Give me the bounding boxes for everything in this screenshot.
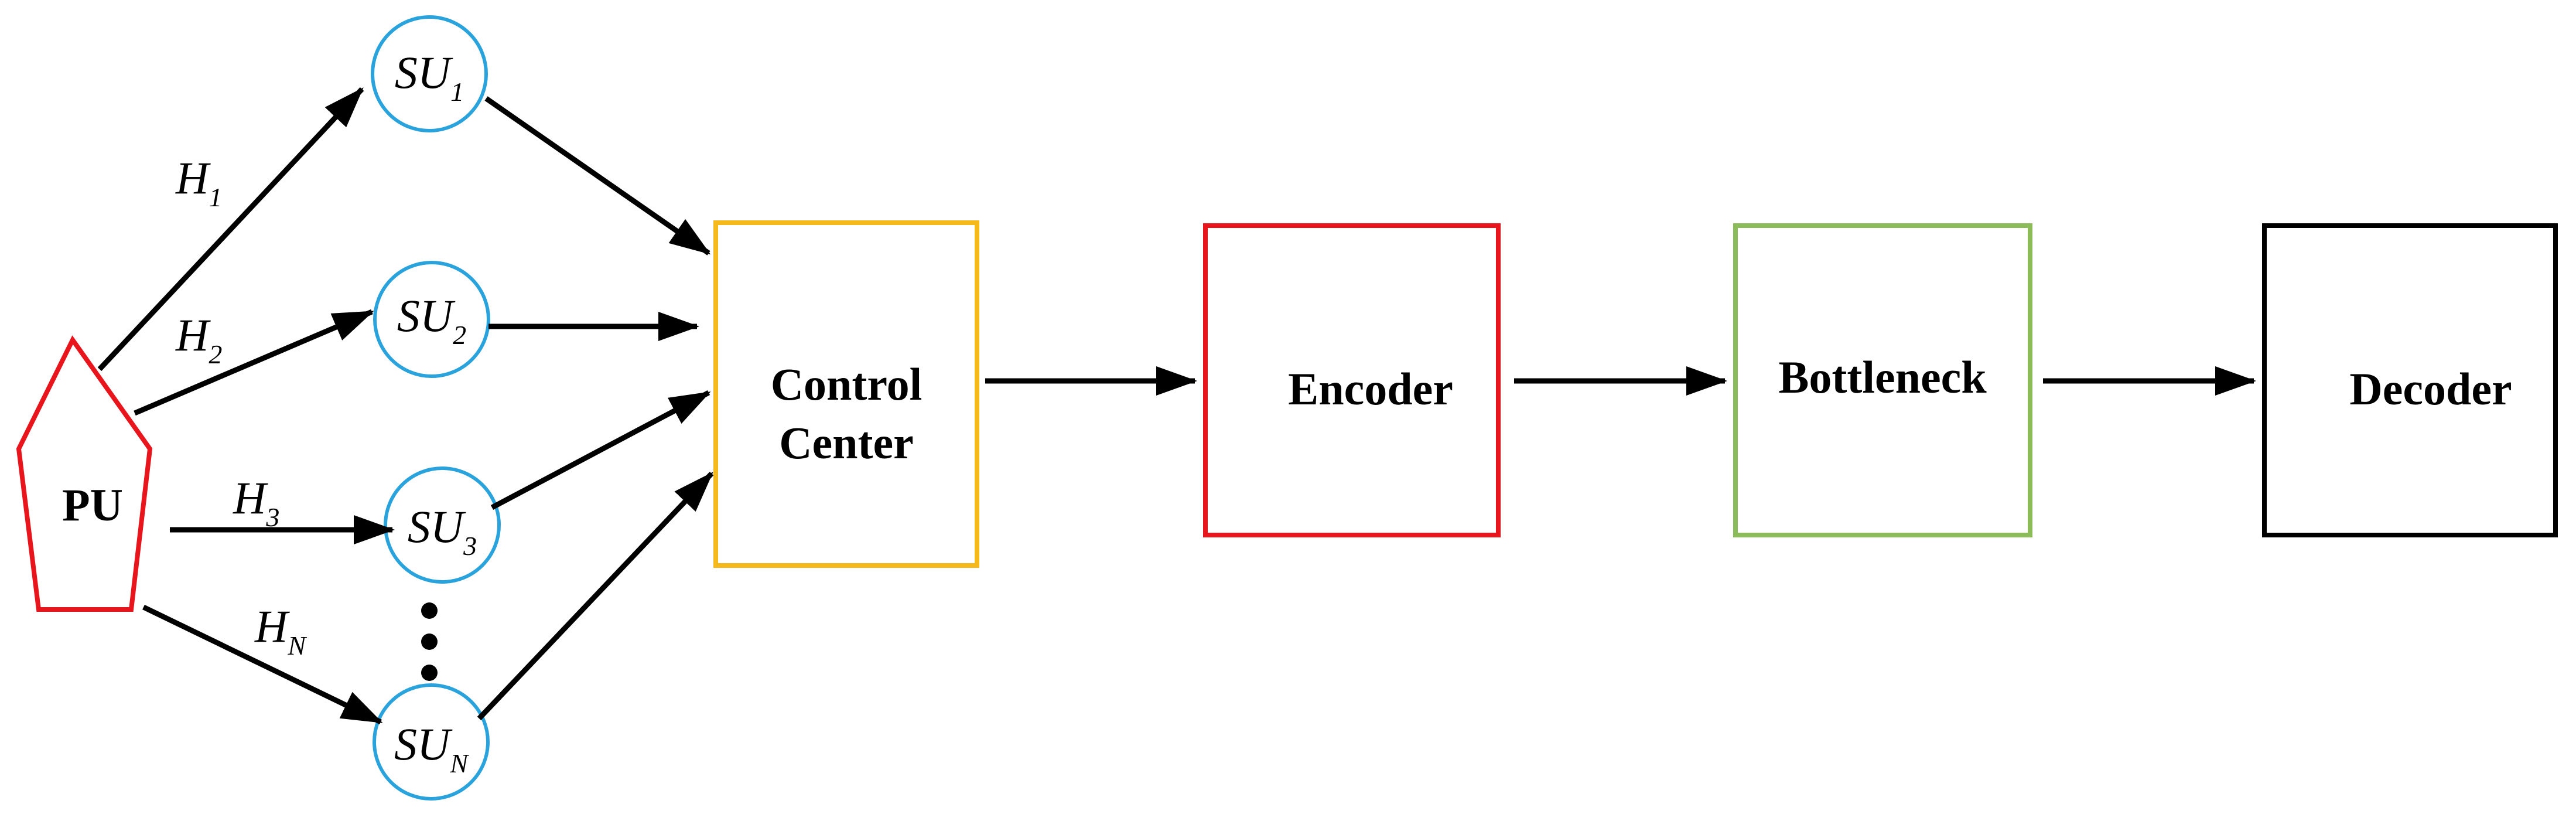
decoder-box <box>2262 223 2558 537</box>
arrow-pu-su1 <box>97 87 364 372</box>
svg-text:SU3: SU3 <box>408 501 477 561</box>
su-label-n-sub: N <box>449 748 469 778</box>
svg-text:SUN: SUN <box>394 718 469 778</box>
encoder-box <box>1203 223 1501 537</box>
bottleneck-box <box>1733 223 2032 537</box>
su-circle-2 <box>373 261 490 378</box>
svg-text:HN: HN <box>254 601 307 660</box>
pu-shape <box>16 335 153 612</box>
su-circle-n <box>373 683 490 801</box>
su-node-3: SU3 <box>384 466 501 584</box>
channel-label-2-sub: 2 <box>209 339 222 369</box>
bottleneck-block: Bottleneck <box>1733 223 2032 537</box>
encoder-label: Encoder <box>1288 363 1453 414</box>
pu-node: PU <box>16 335 153 612</box>
su-circle-1 <box>371 15 488 132</box>
su-node-2: SU2 <box>373 261 490 378</box>
decoder-block: Decoder <box>2262 223 2558 537</box>
channel-label-2-base: H <box>175 309 211 360</box>
decoder-label: Decoder <box>2349 363 2512 414</box>
su-label-n-base: SU <box>394 718 453 769</box>
bottleneck-label: Bottleneck <box>1778 352 1987 403</box>
channel-label-1-sub: 1 <box>209 182 222 212</box>
ellipsis-dots <box>421 602 438 681</box>
channel-label-3-base: H <box>233 472 268 523</box>
su-node-n: SUN <box>373 683 490 801</box>
arrow-pu-su2 <box>134 309 374 416</box>
su-label-3-sub: 3 <box>463 531 477 561</box>
pu-label: PU <box>62 479 123 530</box>
arrow-su1-cc <box>484 96 711 256</box>
arrow-su3-cc <box>490 390 711 510</box>
arrow-sun-cc <box>477 471 714 721</box>
channel-label-1-base: H <box>175 152 211 203</box>
su-label-3-base: SU <box>408 501 466 552</box>
control-center-label-line2: Center <box>779 417 914 468</box>
control-center-label-line1: Control <box>771 359 923 410</box>
svg-text:SU1: SU1 <box>395 47 464 107</box>
channel-label-n-sub: N <box>287 631 307 660</box>
svg-text:SU2: SU2 <box>397 290 466 350</box>
su-node-1: SU1 <box>371 15 488 132</box>
svg-text:H1: H1 <box>175 152 222 212</box>
svg-text:H2: H2 <box>175 309 222 369</box>
svg-text:H3: H3 <box>233 472 279 532</box>
channel-label-n-base: H <box>254 601 290 652</box>
su-label-2-base: SU <box>397 290 456 341</box>
control-center-block: Control Center <box>713 220 979 568</box>
arrow-pu-sun <box>142 604 383 725</box>
su-label-1-base: SU <box>395 47 453 98</box>
encoder-block: Encoder <box>1203 223 1501 537</box>
channel-label-3-sub: 3 <box>265 502 279 532</box>
control-center-box <box>713 220 979 568</box>
su-label-2-sub: 2 <box>453 320 466 350</box>
su-label-1-sub: 1 <box>450 77 464 107</box>
